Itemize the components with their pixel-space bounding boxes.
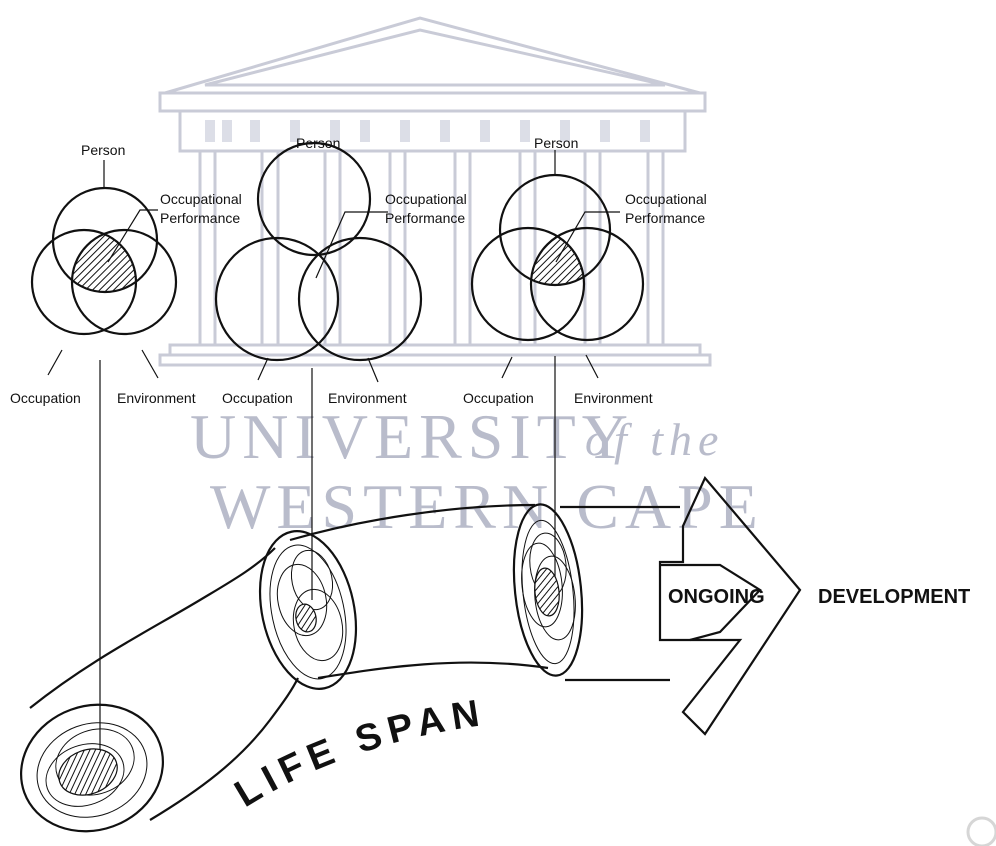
watermark-line1-italic: of the xyxy=(585,414,724,465)
occupational-performance-label: Occupational xyxy=(625,191,707,207)
occupational-performance-label: Occupational xyxy=(385,191,467,207)
watermark-line1: UNIVERSITY xyxy=(190,401,634,472)
occupational-performance-label-2: Performance xyxy=(160,210,240,226)
university-watermark: UNIVERSITY of the WESTERN CAPE xyxy=(160,18,764,542)
occupation-label: Occupation xyxy=(222,390,293,406)
person-label: Person xyxy=(81,142,125,158)
tube-section-1 xyxy=(3,685,181,846)
occupational-performance-label-2: Performance xyxy=(385,210,465,226)
environment-circle xyxy=(299,238,421,360)
occupation-label: Occupation xyxy=(10,390,81,406)
person-label: Person xyxy=(296,135,340,151)
occupation-label: Occupation xyxy=(463,390,534,406)
corner-mark xyxy=(968,818,996,846)
development-label: DEVELOPMENT xyxy=(818,586,970,608)
occupational-performance-label-2: Performance xyxy=(625,210,705,226)
life-span-label: LIFE SPAN xyxy=(228,692,489,816)
occupational-performance-label: Occupational xyxy=(160,191,242,207)
life-span-tube: LIFE SPAN xyxy=(3,501,680,846)
ongoing-label: ONGOING xyxy=(668,586,765,608)
person-label: Person xyxy=(534,135,578,151)
environment-label: Environment xyxy=(328,390,407,406)
tube-section-2 xyxy=(246,522,369,698)
environment-label: Environment xyxy=(117,390,196,406)
environment-label: Environment xyxy=(574,390,653,406)
